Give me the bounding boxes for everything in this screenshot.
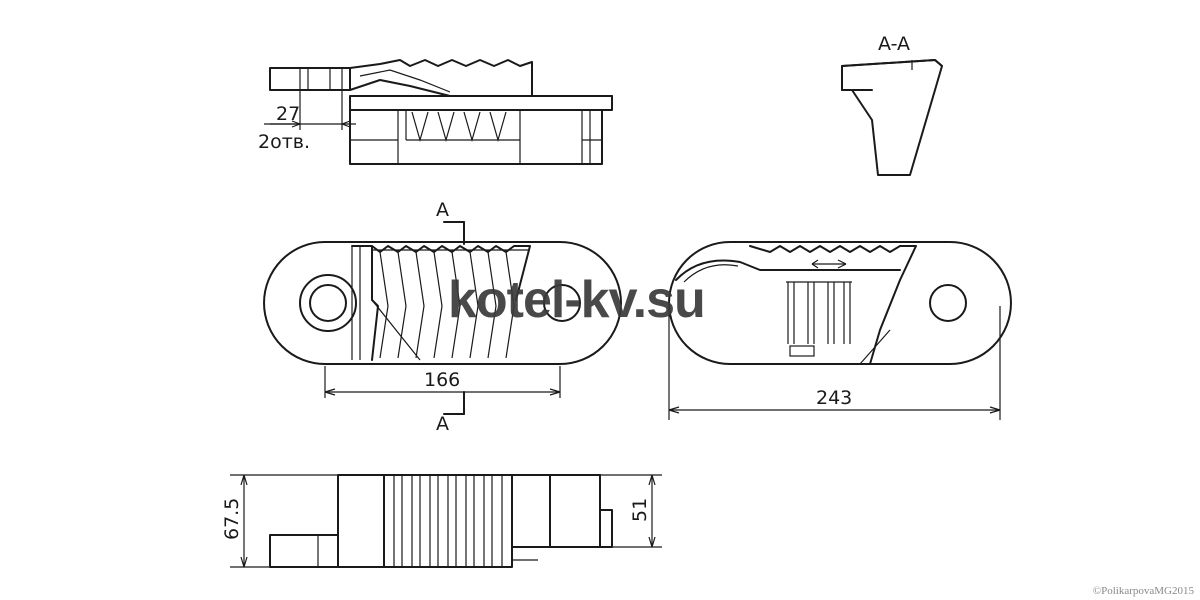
dim-51-label: 51: [629, 498, 651, 522]
section-mark-top: A: [436, 199, 449, 221]
plan-view-right: [668, 241, 1012, 420]
copyright: ©PolikarpovaMG2015: [1092, 585, 1194, 597]
section-title: A-A: [878, 33, 910, 55]
dim-243-label: 243: [816, 387, 852, 409]
watermark: kotel-kv.su: [448, 271, 706, 329]
section-a-a: [841, 59, 943, 176]
dim-166-label: 166: [424, 369, 460, 391]
top-side-view: [264, 59, 613, 165]
holes-note: 2отв.: [258, 131, 310, 153]
plan-view-left: [263, 221, 622, 415]
dim-67-5-label: 67.5: [221, 498, 243, 540]
section-mark-bottom: A: [436, 413, 449, 435]
bottom-front-view: [230, 474, 662, 568]
dim-27-label: 27: [276, 103, 300, 125]
